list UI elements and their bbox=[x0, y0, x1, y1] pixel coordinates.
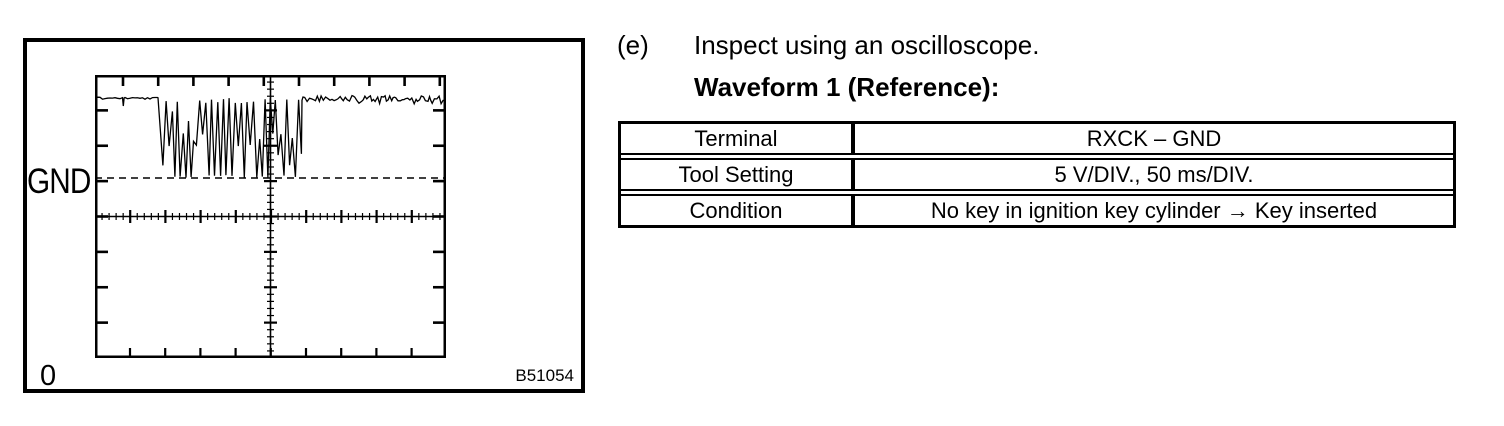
table-label-cell: Terminal bbox=[621, 124, 853, 153]
zero-level-label: 0 bbox=[40, 360, 57, 392]
table-value-cell: RXCK – GND bbox=[853, 124, 1453, 153]
table-row-tool-setting: Tool Setting 5 V/DIV., 50 ms/DIV. bbox=[619, 158, 1455, 191]
instruction-text: Inspect using an oscilloscope. bbox=[694, 30, 1040, 60]
table-row-condition: Condition No key in ignition key cylinde… bbox=[619, 194, 1455, 227]
list-marker: (e) bbox=[617, 30, 649, 60]
waveform-subtitle: Waveform 1 (Reference): bbox=[694, 72, 1000, 102]
oscilloscope-screen bbox=[95, 75, 446, 358]
figure-code: B51054 bbox=[515, 365, 574, 385]
waveform-trace bbox=[95, 94, 445, 178]
waveform-figure: GND 0 B51054 bbox=[23, 38, 585, 393]
instruction-line: (e) Inspect using an oscilloscope. bbox=[617, 30, 1040, 61]
gnd-level-label: GND bbox=[27, 162, 91, 201]
table-value-cell: No key in ignition key cylinder → Key in… bbox=[853, 196, 1453, 225]
reference-table: Terminal RXCK – GND Tool Setting 5 V/DIV… bbox=[618, 121, 1456, 228]
table-label-cell: Condition bbox=[621, 196, 853, 225]
table-row-terminal: Terminal RXCK – GND bbox=[619, 122, 1455, 155]
table-label-cell: Tool Setting bbox=[621, 160, 853, 189]
table-value-cell: 5 V/DIV., 50 ms/DIV. bbox=[853, 160, 1453, 189]
